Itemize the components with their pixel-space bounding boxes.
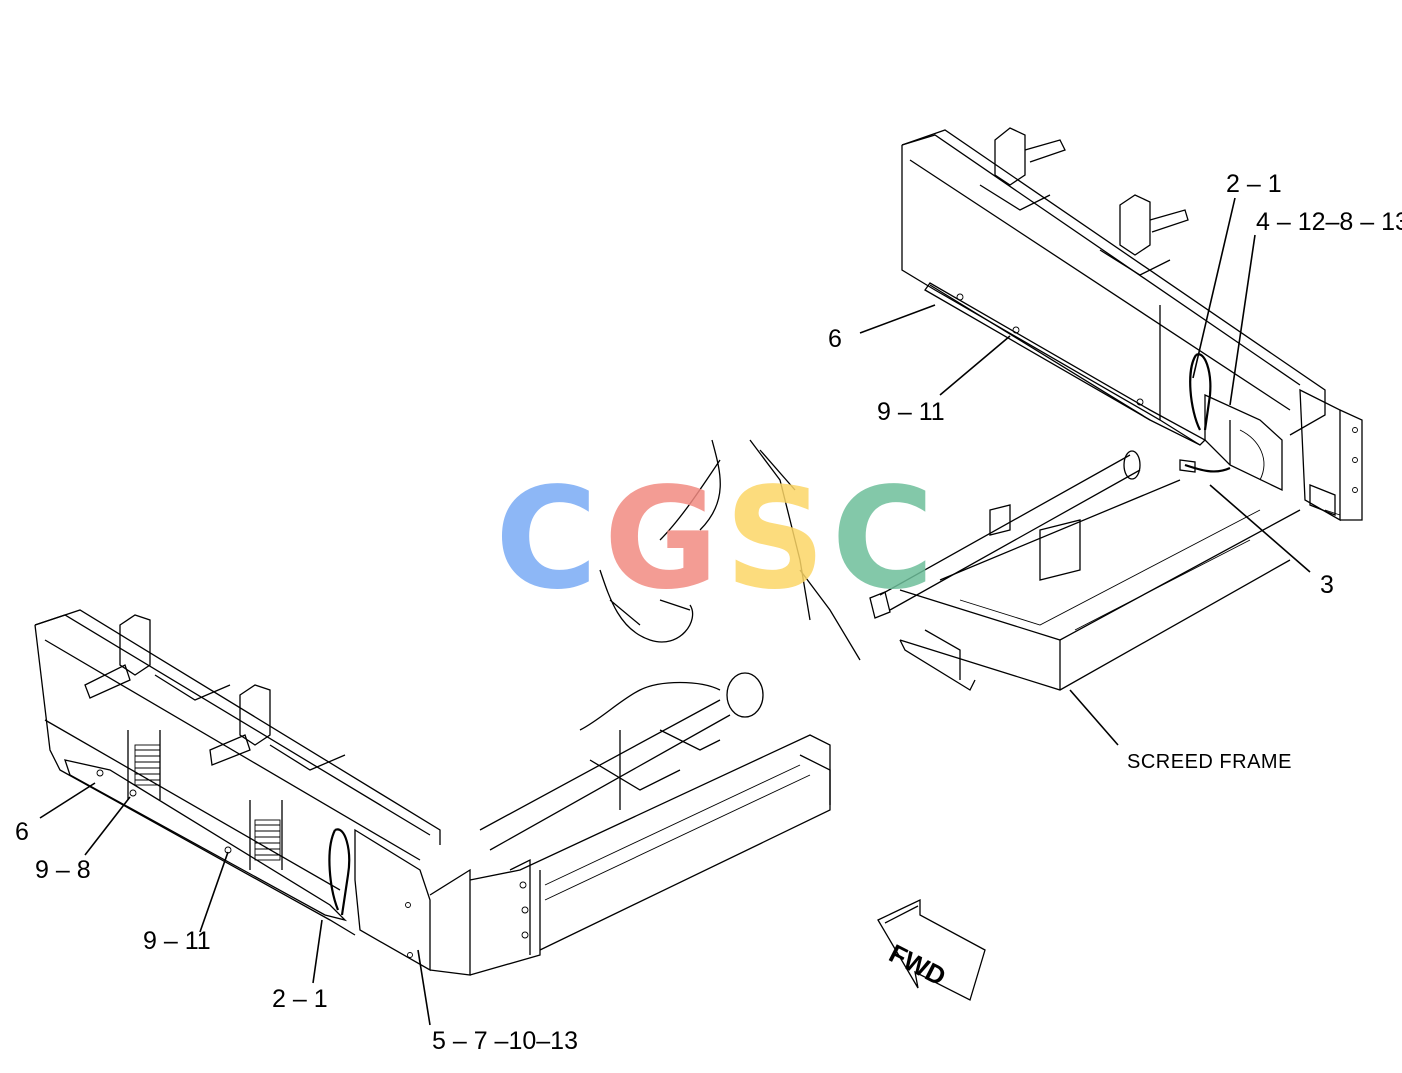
leader-screed-frame: [1069, 689, 1119, 746]
callout-screed-frame: SCREED FRAME: [1127, 751, 1292, 773]
callout-top-6: 6: [828, 325, 842, 353]
callout-left-9-8: 9 – 8: [35, 856, 91, 884]
leader-left-9-11: [199, 851, 229, 933]
leader-left-6: [39, 782, 96, 819]
leader-left-2-1: [312, 919, 323, 984]
callout-bottom-5-7-10-13: 5 – 7 –10–13: [432, 1027, 578, 1055]
cgsc-watermark: CGSC: [495, 470, 940, 610]
callout-top-3: 3: [1320, 571, 1334, 599]
center-connection: [599, 439, 861, 661]
callout-top-4-12-8-13: 4 – 12–8 – 13: [1256, 208, 1402, 236]
leader-top-2-1: [1192, 197, 1236, 379]
callout-left-6: 6: [15, 818, 29, 846]
left-extension-assembly: [34, 609, 831, 976]
callout-top-2-1: 2 – 1: [1226, 170, 1282, 198]
leader-lines: [39, 197, 1311, 1026]
watermark-letter-2: G: [603, 458, 725, 621]
callout-left-9-11: 9 – 11: [143, 927, 211, 955]
watermark-letter-3: S: [724, 458, 832, 621]
right-extension-assembly: [869, 127, 1363, 691]
callout-top-9-11: 9 – 11: [877, 398, 945, 426]
leader-top-6: [859, 304, 936, 334]
leader-top-4: [1229, 234, 1256, 406]
watermark-letter-1: C: [495, 458, 604, 621]
leader-left-9-8: [84, 796, 131, 856]
fwd-arrow: [877, 898, 986, 1001]
watermark-letter-4: C: [831, 458, 941, 621]
callout-left-2-1: 2 – 1: [272, 985, 328, 1013]
leader-top-9-11: [939, 335, 1011, 396]
leader-bottom-5: [417, 949, 431, 1026]
leader-top-3: [1209, 484, 1311, 573]
